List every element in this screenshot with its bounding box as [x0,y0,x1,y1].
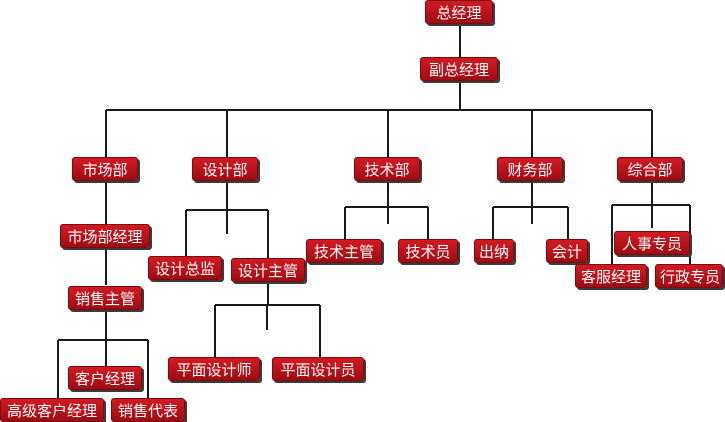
node-dept-finance: 财务部 [497,157,563,181]
node-design-supervisor: 设计主管 [231,258,305,282]
node-sales-rep: 销售代表 [111,398,185,422]
node-dept-tech: 技术部 [354,157,420,181]
node-cashier: 出纳 [474,239,514,263]
node-dept-marketing: 市场部 [72,157,138,181]
node-sales-supervisor: 销售主管 [68,286,142,310]
node-accountant: 会计 [546,239,588,263]
node-account-manager: 客户经理 [68,366,142,390]
node-senior-account-manager: 高级客户经理 [0,398,104,422]
node-hr-specialist: 人事专员 [614,231,690,255]
node-admin-specialist: 行政专员 [655,264,723,288]
node-tech-staff: 技术员 [398,239,458,263]
node-graphic-designer: 平面设计师 [168,357,260,381]
node-design-director: 设计总监 [148,256,222,280]
node-marketing-manager: 市场部经理 [60,224,150,248]
node-deputy-general-manager: 副总经理 [420,57,498,81]
node-tech-supervisor: 技术主管 [306,239,382,263]
node-general-manager: 总经理 [425,0,493,24]
node-dept-design: 设计部 [192,157,258,181]
node-graphic-design-staff: 平面设计员 [272,357,364,381]
node-customer-service-manager: 客服经理 [575,264,647,288]
node-dept-admin: 综合部 [617,157,683,181]
